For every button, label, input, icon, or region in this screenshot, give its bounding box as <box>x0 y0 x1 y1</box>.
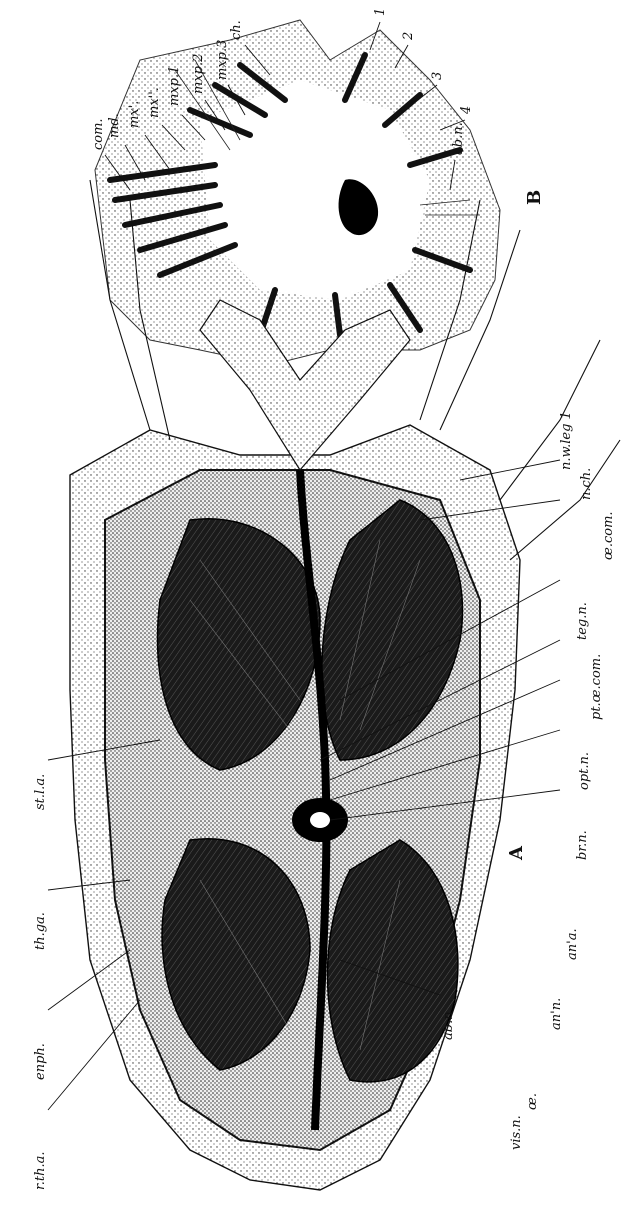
label-b-mxp3: mxp.3 <box>215 40 230 80</box>
label-a-enph: enph. <box>33 1043 48 1080</box>
label-b-3: 3 <box>430 72 445 80</box>
label-a-ab-n: ab.n. <box>441 1007 456 1040</box>
label-b-com: com. <box>91 118 106 150</box>
figure-b-letter: B <box>524 190 545 205</box>
label-b-1: 1 <box>373 8 388 16</box>
label-a-n-w-leg1: n.w.leg 1 <box>559 411 574 470</box>
label-b-md: md. <box>107 113 122 138</box>
label-b-mxp2: mxp.2 <box>191 54 206 94</box>
label-a-an2-n: an'n. <box>549 998 564 1030</box>
label-a-oe-com: œ.com. <box>601 511 616 560</box>
label-b-mx1: mx'. <box>127 101 142 128</box>
label-b-ch: ch. <box>229 20 244 40</box>
label-b-mxp1: mxp.1 <box>167 66 182 106</box>
label-a-r-th-a: r.th.a. <box>33 1151 48 1190</box>
label-a-st-l-a: st.l.a. <box>33 774 48 810</box>
label-a-n-ch: n.ch. <box>579 468 594 500</box>
label-a-oe: œ. <box>525 1093 540 1110</box>
label-a-teg-n: teg.n. <box>575 602 590 640</box>
label-a-vis-n: vis.n. <box>509 1115 524 1150</box>
label-b-4: 4 <box>459 106 474 115</box>
label-a-opt-n: opt.n. <box>577 752 592 790</box>
label-b-2: 2 <box>401 32 416 41</box>
label-a-th-ga: th.ga. <box>33 912 48 950</box>
label-a-pt-oe-com: pt.œ.com. <box>589 654 604 720</box>
label-b-ab-n: ab.n. <box>451 122 466 155</box>
label-a-an1-a: an'a. <box>565 928 580 960</box>
label-a-br-n: br.n. <box>575 830 590 860</box>
figure-a-letter: A <box>506 845 527 861</box>
label-b-mx2: mx''. <box>147 87 162 118</box>
